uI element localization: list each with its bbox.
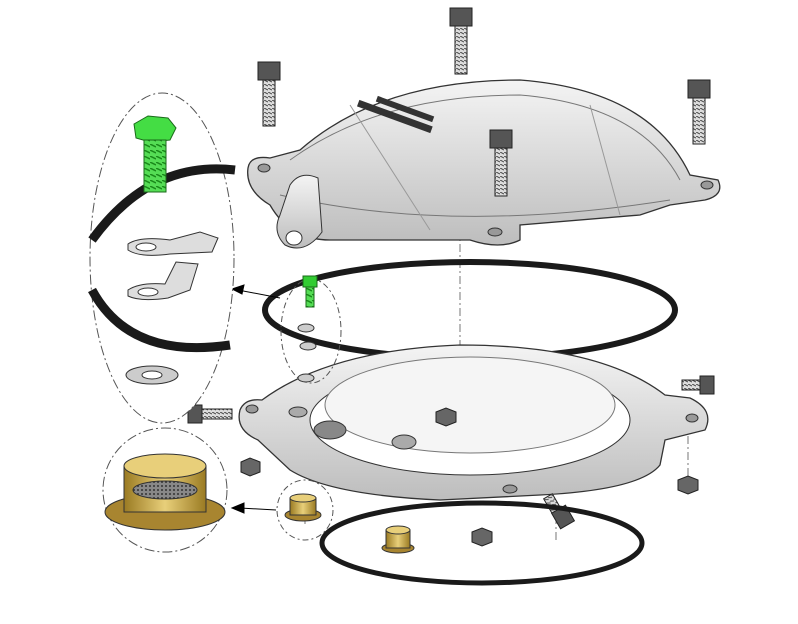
- side-bolt: [187, 404, 233, 424]
- cover-bolt: [257, 61, 281, 127]
- bushing: [276, 479, 334, 541]
- bushing-detail-callout: [102, 427, 228, 553]
- bushing: [381, 525, 415, 554]
- ring-terminal: [127, 231, 219, 301]
- green-bolt: [133, 115, 177, 193]
- cover: [247, 79, 721, 249]
- callout-arrow: [230, 284, 281, 514]
- star-washer: [125, 365, 179, 385]
- grounding-detail-callout: [88, 92, 236, 424]
- cover-bolt: [489, 129, 513, 197]
- cover-bolt: [449, 7, 473, 75]
- screen-mesh: [132, 480, 198, 500]
- base-flange: [238, 344, 709, 501]
- side-bolt: [681, 375, 715, 395]
- hex-nut: [240, 407, 699, 547]
- grounding-detail-small: [280, 275, 342, 384]
- embossed-logo: [356, 95, 435, 134]
- o-ring-lower: [319, 500, 645, 586]
- cover-bolt: [687, 79, 711, 145]
- o-ring-upper: [262, 259, 678, 361]
